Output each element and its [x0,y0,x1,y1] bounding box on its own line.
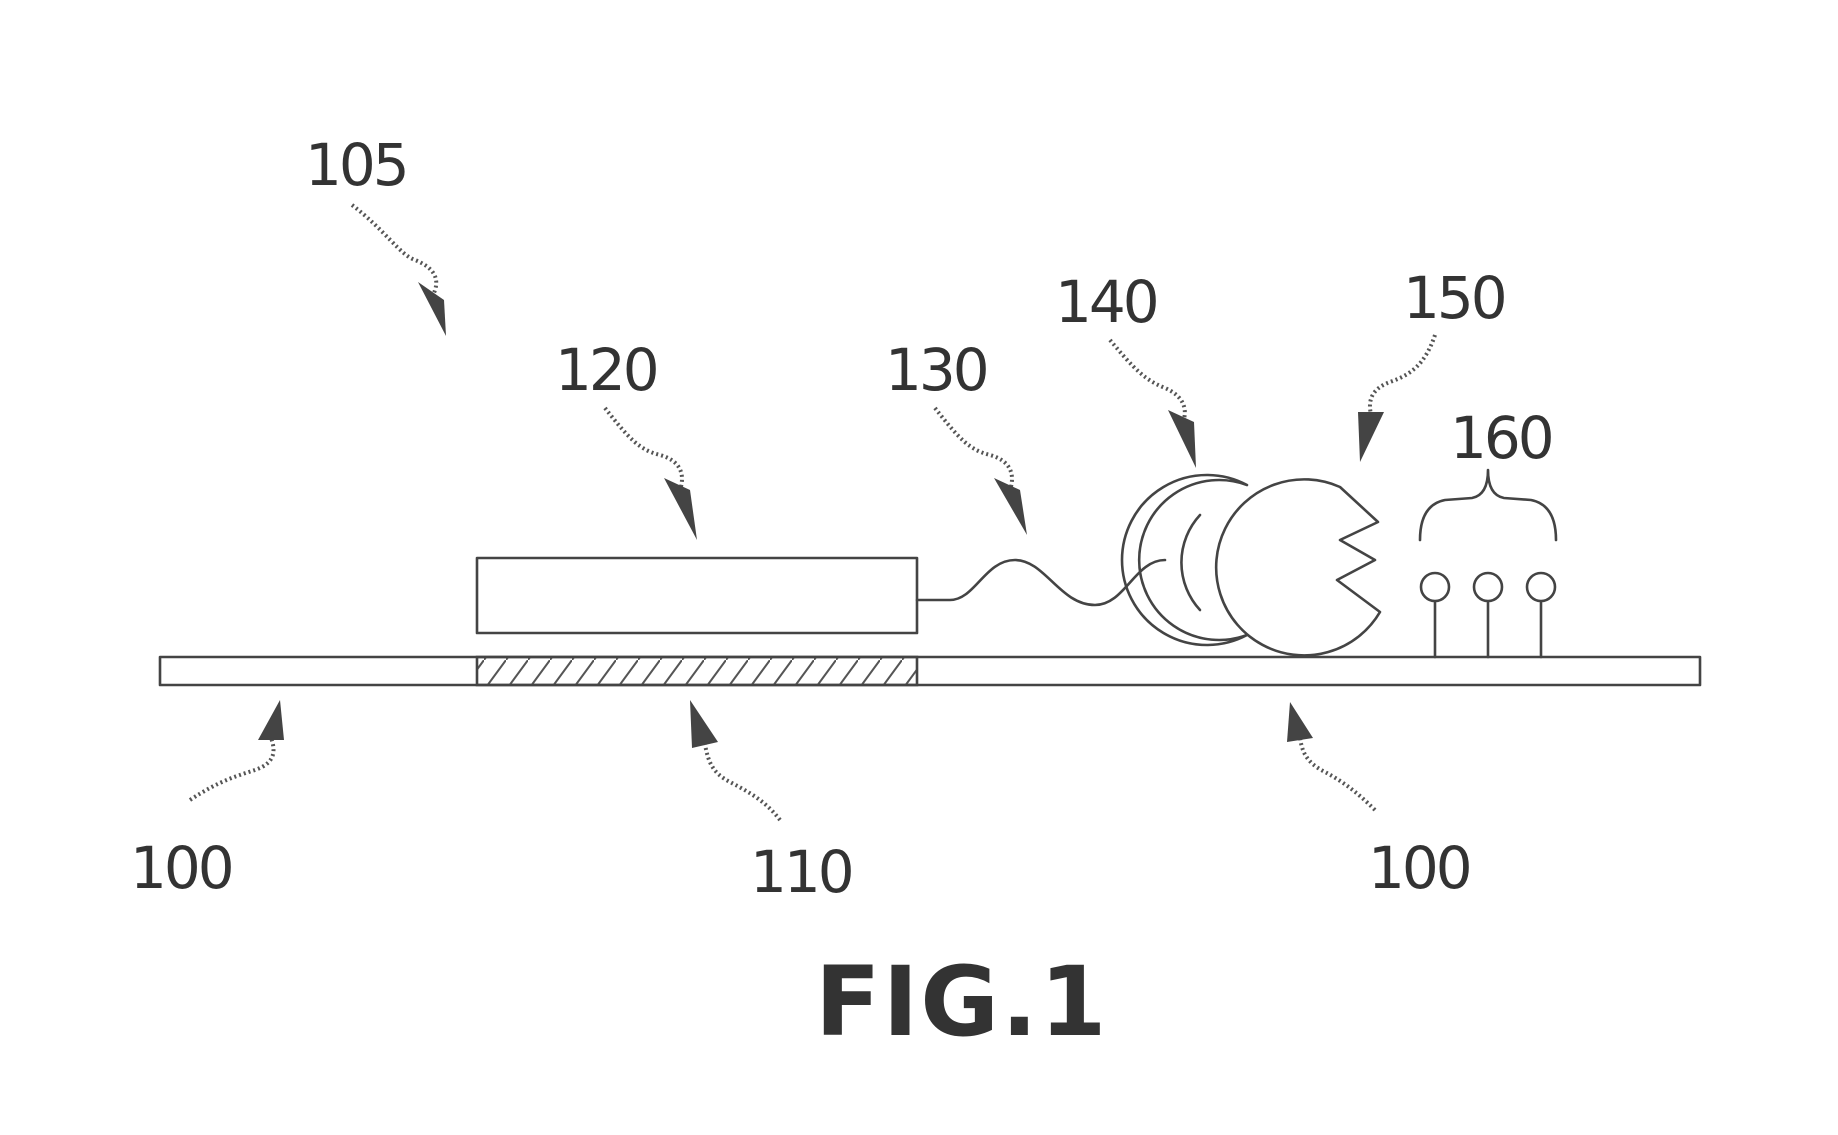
ref-105: 105 [305,131,407,199]
pin-group [1421,573,1555,657]
ref-120: 120 [555,336,657,404]
leader-110 [690,700,780,820]
pin-brace [1420,470,1556,540]
ref-100-left: 100 [130,834,232,902]
ref-100-right: 100 [1368,834,1470,902]
component-block [477,558,917,633]
leader-100-right [1287,702,1375,810]
crescent-inner [1181,515,1200,610]
leader-150 [1358,335,1435,462]
notched-connector [1216,479,1380,655]
leader-100-left [190,700,284,800]
substrate-bar [160,657,1700,685]
leader-105 [352,205,446,336]
ref-150: 150 [1403,264,1505,332]
figure-caption: FIG.1 [815,946,1108,1058]
ref-160: 160 [1450,404,1552,472]
ref-130: 130 [885,336,987,404]
leader-120 [605,408,697,540]
ref-110: 110 [750,838,852,906]
leader-130 [935,408,1027,535]
wavy-wire [917,560,1165,605]
crescent-connector [1122,475,1247,645]
ref-140: 140 [1055,268,1157,336]
hatched-region [477,657,917,685]
leader-140 [1110,340,1196,468]
